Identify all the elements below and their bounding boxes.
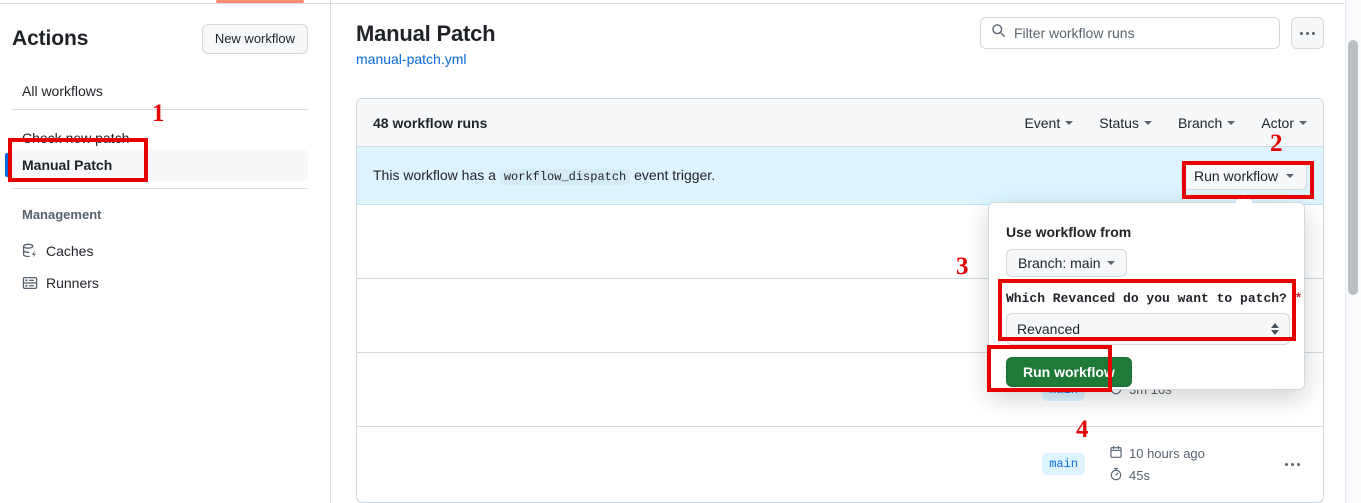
- branch-selector-label: Branch: main: [1018, 255, 1101, 271]
- sidebar-item-label: Check new patch: [22, 130, 130, 146]
- main-content: Manual Patch manual-patch.yml Filter wor…: [331, 0, 1345, 503]
- page-title-actions: Actions: [12, 27, 89, 50]
- workflow-title: Manual Patch: [356, 21, 496, 46]
- sidebar-item-label: Manual Patch: [22, 157, 113, 173]
- cache-icon: [22, 243, 38, 259]
- sidebar-vertical-divider: [330, 0, 331, 503]
- branch-badge[interactable]: main: [1042, 453, 1085, 475]
- run-workflow-submit-button[interactable]: Run workflow: [1006, 357, 1132, 387]
- dispatch-event-code: workflow_dispatch: [499, 169, 631, 185]
- filter-branch-label: Branch: [1177, 114, 1223, 131]
- use-workflow-from-label: Use workflow from: [1006, 224, 1132, 240]
- page-scrollbar-thumb[interactable]: [1348, 40, 1358, 295]
- filter-actor-label: Actor: [1261, 114, 1294, 131]
- filter-status[interactable]: Status: [1099, 115, 1152, 131]
- calendar-icon: [1109, 445, 1123, 462]
- active-tab-underline: [216, 0, 304, 3]
- workflow-file-link[interactable]: manual-patch.yml: [356, 51, 467, 67]
- sidebar-item-runners[interactable]: Runners: [12, 267, 308, 299]
- sidebar-divider-1: [12, 109, 308, 110]
- required-marker: *: [1294, 291, 1303, 306]
- dispatch-banner-text: This workflow has a workflow_dispatch ev…: [373, 167, 716, 185]
- sidebar-item-all-workflows[interactable]: All workflows: [12, 75, 308, 107]
- sidebar-item-caches[interactable]: Caches: [12, 235, 308, 267]
- select-updown-icon: [1271, 323, 1279, 335]
- run-timestamp: 10 hours ago: [1109, 445, 1277, 462]
- chevron-down-icon: [1299, 120, 1307, 125]
- dropdown-caret-icon: [1236, 194, 1252, 203]
- sidebar-item-manual-patch[interactable]: Manual Patch: [5, 149, 308, 181]
- run-timestamp-label: 10 hours ago: [1129, 445, 1205, 461]
- filter-actor[interactable]: Actor: [1261, 115, 1307, 131]
- stopwatch-icon: [1109, 467, 1123, 484]
- search-icon: [991, 23, 1006, 43]
- dispatch-text-before: This workflow has a: [373, 167, 496, 183]
- workflow-runs-panel: 48 workflow runs Event Status Branch: [356, 98, 1324, 503]
- revanced-select[interactable]: Revanced: [1006, 313, 1290, 345]
- actions-sidebar: Actions New workflow All workflows Check…: [0, 4, 330, 503]
- chevron-down-icon: [1227, 120, 1236, 125]
- run-workflow-button-label: Run workflow: [1193, 167, 1278, 184]
- filter-branch[interactable]: Branch: [1177, 114, 1236, 131]
- table-row[interactable]: main 10 hours ago: [357, 427, 1323, 501]
- revanced-select-value: Revanced: [1017, 321, 1081, 337]
- branch-selector-button[interactable]: Branch: main: [1006, 249, 1128, 277]
- run-duration: 45s: [1109, 467, 1277, 484]
- filter-event-label: Event: [1024, 114, 1061, 131]
- run-workflow-dropdown-panel: Use workflow from Branch: main Which Rev…: [988, 202, 1305, 390]
- run-duration-label: 45s: [1129, 467, 1150, 483]
- workflow-runs-filters: Event Status Branch Actor: [1024, 115, 1307, 131]
- run-workflow-dropdown-button[interactable]: Run workflow: [1180, 161, 1307, 190]
- chevron-down-icon: [1107, 261, 1116, 265]
- sidebar-item-label: Caches: [46, 243, 94, 259]
- runners-icon: [22, 275, 38, 291]
- chevron-down-icon: [1286, 173, 1294, 178]
- workflow-runs-count: 48 workflow runs: [373, 114, 488, 131]
- header-divider: [0, 3, 1344, 4]
- sidebar-item-label: Runners: [46, 275, 99, 291]
- sidebar-divider-2: [12, 188, 308, 189]
- workflow-input-label: Which Revanced do you want to patch? *: [1006, 291, 1302, 306]
- sidebar-group-management: Management: [22, 207, 102, 222]
- workflow-input-label-text: Which Revanced do you want to patch?: [1006, 291, 1287, 306]
- sidebar-item-label: All workflows: [22, 83, 103, 99]
- row-kebab-menu-icon[interactable]: [1277, 462, 1307, 466]
- chevron-down-icon: [1065, 120, 1074, 125]
- filter-input-placeholder: Filter workflow runs: [1014, 25, 1135, 41]
- filter-status-label: Status: [1099, 114, 1139, 131]
- filter-workflow-runs-input[interactable]: Filter workflow runs: [980, 17, 1280, 49]
- sidebar-header: Actions New workflow: [12, 22, 308, 56]
- kebab-menu-icon[interactable]: [1291, 17, 1324, 49]
- filter-event[interactable]: Event: [1024, 114, 1074, 131]
- workflow-dispatch-banner: This workflow has a workflow_dispatch ev…: [357, 147, 1323, 205]
- chevron-down-icon: [1143, 120, 1152, 125]
- row-meta: 10 hours ago 45s: [1109, 445, 1277, 484]
- workflow-runs-header: 48 workflow runs Event Status Branch: [357, 99, 1323, 147]
- new-workflow-button[interactable]: New workflow: [201, 24, 308, 54]
- page-scrollbar-track[interactable]: [1345, 0, 1361, 503]
- dispatch-text-after: event trigger.: [634, 167, 716, 183]
